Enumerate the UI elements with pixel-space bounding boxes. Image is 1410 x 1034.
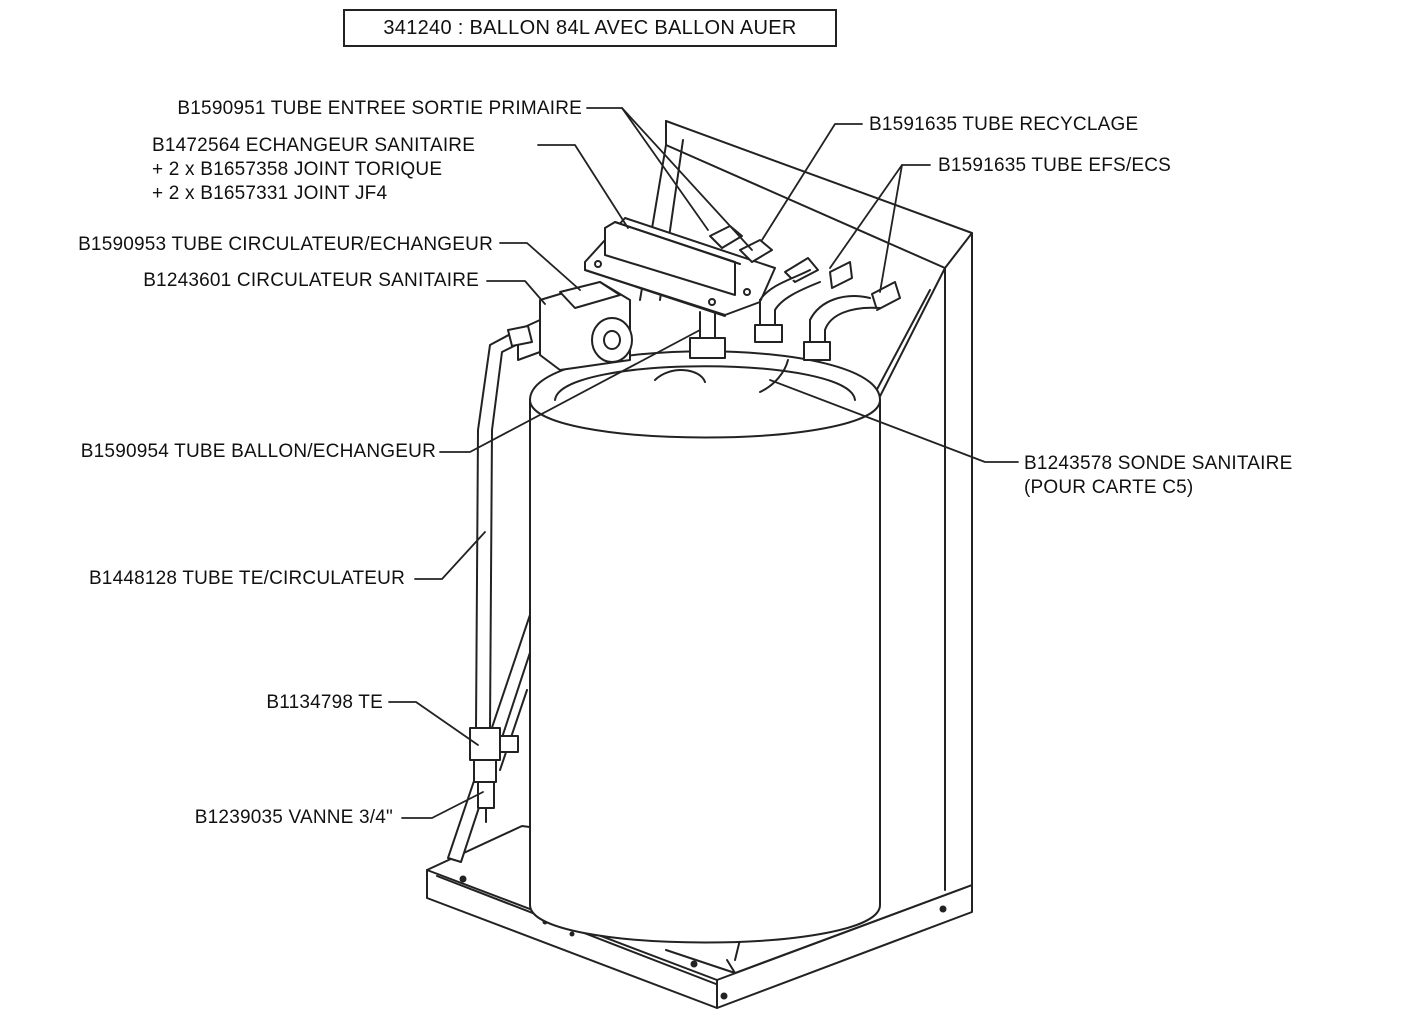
label-te: B1134798 TE (266, 692, 383, 713)
diagram-title: 341240 : BALLON 84L AVEC BALLON AUER (343, 9, 837, 47)
label-joint-torique: + 2 x B1657358 JOINT TORIQUE (152, 159, 443, 180)
label-sonde-sanitaire: B1243578 SONDE SANITAIRE (1024, 453, 1293, 474)
label-tube-ballon-echangeur: B1590954 TUBE BALLON/ECHANGEUR (80, 441, 436, 462)
label-tube-te-circulateur: B1448128 TUBE TE/CIRCULATEUR (88, 568, 405, 589)
label-joint-jf4: + 2 x B1657331 JOINT JF4 (152, 183, 388, 204)
pipe-left (475, 325, 533, 729)
tee-and-valve (469, 727, 519, 823)
leader-lines (388, 107, 1019, 819)
label-vanne: B1239035 VANNE 3/4" (194, 807, 393, 828)
label-circulateur-sanitaire: B1243601 CIRCULATEUR SANITAIRE (143, 270, 479, 291)
label-tube-efs-ecs: B1591635 TUBE EFS/ECS (938, 155, 1172, 176)
label-echangeur-sanitaire: B1472564 ECHANGEUR SANITAIRE (152, 135, 476, 156)
tank (529, 350, 881, 944)
label-tube-entree-sortie-primaire: B1590951 TUBE ENTREE SORTIE PRIMAIRE (177, 98, 582, 119)
label-tube-recyclage: B1591635 TUBE RECYCLAGE (869, 114, 1139, 135)
exchanger (584, 217, 776, 359)
label-tube-circulateur-echangeur: B1590953 TUBE CIRCULATEUR/ECHANGEUR (78, 234, 493, 255)
label-sonde-note: (POUR CARTE C5) (1024, 477, 1194, 498)
pipes-top (709, 225, 901, 361)
circulator (517, 281, 633, 371)
